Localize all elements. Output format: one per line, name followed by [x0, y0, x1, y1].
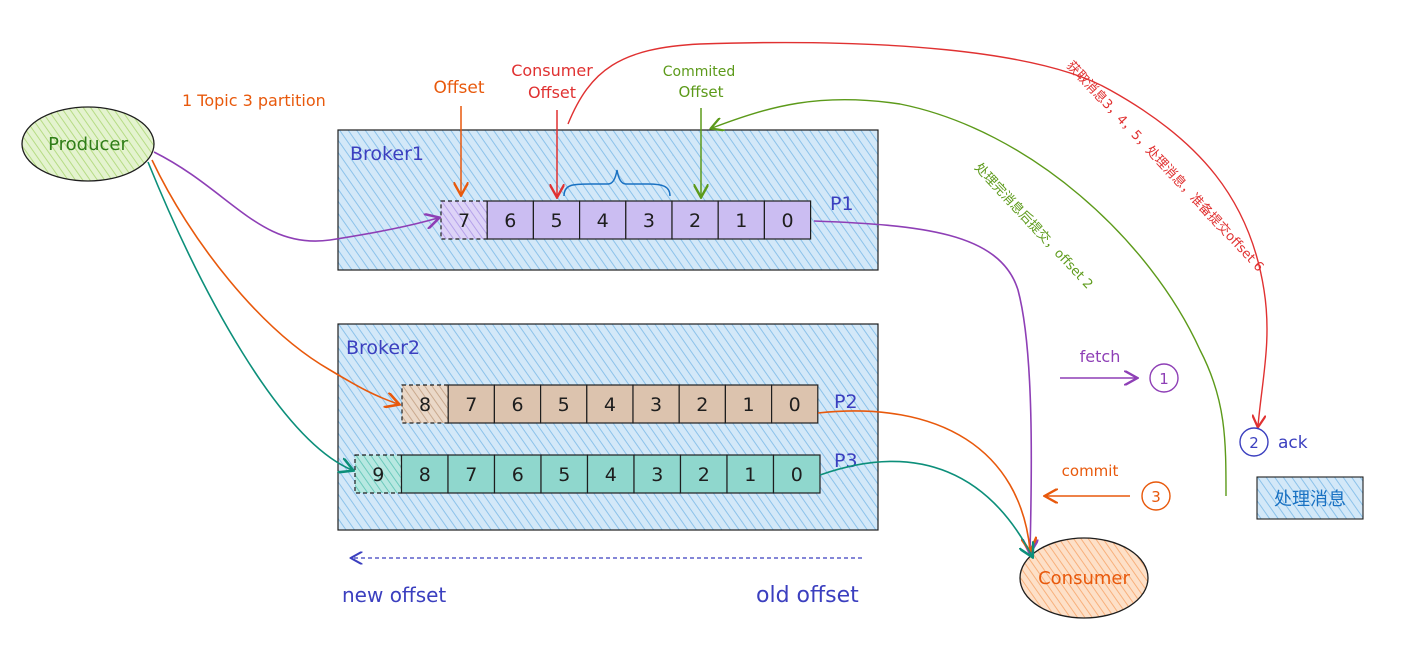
- p2-group-cell: [632, 384, 680, 424]
- p3-group-cell-value: 4: [605, 464, 617, 486]
- p3-group-cell-value: 2: [698, 464, 710, 486]
- p1-group-cell: [532, 200, 581, 240]
- old-offset-label: old offset: [756, 583, 859, 608]
- p2-group-cell-value: 0: [789, 394, 801, 416]
- partition-p1: 7 6 5 4 3 2 1 0: [440, 200, 812, 240]
- p1-to-consumer-arrow: [813, 220, 1031, 552]
- step1-circle: [1149, 363, 1179, 393]
- p2-group-cell: [724, 384, 773, 424]
- p2-group-cell: [678, 384, 727, 424]
- producer-to-p1-arrow: [153, 151, 438, 242]
- p2-to-consumer-arrow: [817, 410, 1030, 550]
- p3-group-pending-cell: [354, 454, 403, 494]
- p1-group-cell-value: 6: [504, 210, 516, 232]
- p2-group-cell-value: 7: [465, 394, 477, 416]
- committed-offset-label-line2: Offset: [678, 83, 723, 101]
- p3-to-consumer-arrow: [819, 460, 1032, 556]
- p2-group-cell: [493, 384, 542, 424]
- green-note: 处理完消息后提交，offset 2: [971, 160, 1096, 292]
- fetched-range-brace: [563, 169, 671, 197]
- p3-group-cell: [586, 454, 635, 494]
- producer-node: [21, 106, 155, 182]
- p1-group-cell-value: 1: [735, 210, 747, 232]
- p3-group-cell-value: 8: [419, 464, 431, 486]
- step2-circle: [1239, 427, 1269, 457]
- p3-group-cell: [772, 454, 821, 494]
- producer-to-p3-arrow: [147, 161, 352, 470]
- producer-label: Producer: [48, 134, 128, 155]
- p3-group-cell: [493, 454, 542, 494]
- p2-label: P2: [834, 391, 858, 413]
- p1-group-pending-value: 7: [458, 210, 470, 232]
- process-message-box: [1256, 476, 1364, 520]
- p1-group-cell: [578, 200, 627, 240]
- p2-group-cell-value: 1: [742, 394, 754, 416]
- p2-group-cell: [539, 384, 588, 424]
- p1-label: P1: [830, 193, 854, 215]
- partition-p3: 9 8 7 6 5 4 3 2 1 0: [354, 454, 821, 494]
- commit-label: commit: [1062, 462, 1119, 480]
- consumer-node: [1019, 537, 1149, 619]
- p3-group-cell-value: 1: [744, 464, 756, 486]
- p3-group-cell: [726, 454, 775, 494]
- p2-group-cell-value: 5: [558, 394, 570, 416]
- broker1-label: Broker1: [350, 143, 424, 165]
- p3-group-cell-value: 3: [651, 464, 663, 486]
- step1-number: 1: [1159, 370, 1169, 388]
- p3-group-pending-value: 9: [372, 464, 384, 486]
- p1-group-cell-value: 5: [550, 210, 562, 232]
- fetch-label: fetch: [1080, 347, 1121, 366]
- p1-group-cell: [763, 200, 812, 240]
- p3-group-cell-value: 6: [512, 464, 524, 486]
- p2-group-cell: [770, 384, 819, 424]
- step3-number: 3: [1151, 488, 1161, 506]
- p1-group-cell: [671, 200, 719, 240]
- p2-group-cell-value: 2: [696, 394, 708, 416]
- broker1-box: [337, 129, 879, 271]
- broker2-label: Broker2: [346, 337, 420, 359]
- committed-offset-label-line1: Commited: [663, 64, 736, 80]
- consumer-offset-label-line2: Offset: [528, 83, 576, 102]
- consumer-label: Consumer: [1038, 568, 1130, 589]
- p3-group-cell: [447, 454, 496, 494]
- new-offset-label: new offset: [342, 583, 446, 607]
- producer-to-p2-arrow: [151, 159, 398, 404]
- p1-group-cell-value: 2: [689, 210, 701, 232]
- step2-number: 2: [1249, 434, 1259, 452]
- p1-group-cell-value: 0: [781, 210, 793, 232]
- p3-group-cell-value: 5: [558, 464, 570, 486]
- broker2-box: [337, 323, 879, 531]
- p1-group-cell: [717, 200, 766, 240]
- fetch-messages-arc: [567, 41, 1268, 426]
- red-note: 获取消息3，4，5，处理消息，准备提交offset 6: [1063, 58, 1267, 275]
- p1-group-cell-value: 3: [643, 210, 655, 232]
- p3-group-cell: [679, 454, 728, 494]
- ack-label: ack: [1278, 433, 1308, 453]
- p3-group-cell-value: 7: [465, 464, 477, 486]
- p1-group-pending-cell: [440, 200, 488, 240]
- p2-group-cell-value: 6: [511, 394, 523, 416]
- step3-circle: [1141, 481, 1171, 511]
- p1-group-cell-value: 4: [597, 210, 609, 232]
- consumer-offset-label-line1: Consumer: [511, 61, 593, 80]
- p3-group-cell-value: 0: [791, 464, 803, 486]
- commit-offset-arc: [712, 98, 1227, 497]
- p2-group-cell: [447, 384, 496, 424]
- process-message-label: 处理消息: [1274, 489, 1346, 510]
- p2-group-cell-value: 3: [650, 394, 662, 416]
- p3-group-cell: [400, 454, 449, 494]
- partition-p2: 8 7 6 5 4 3 2 1 0: [401, 384, 819, 424]
- topic-label: 1 Topic 3 partition: [182, 91, 326, 110]
- offset-label: Offset: [433, 78, 484, 98]
- p2-group-cell-value: 4: [604, 394, 616, 416]
- p1-group-cell: [625, 200, 673, 240]
- p2-group-pending-value: 8: [419, 394, 431, 416]
